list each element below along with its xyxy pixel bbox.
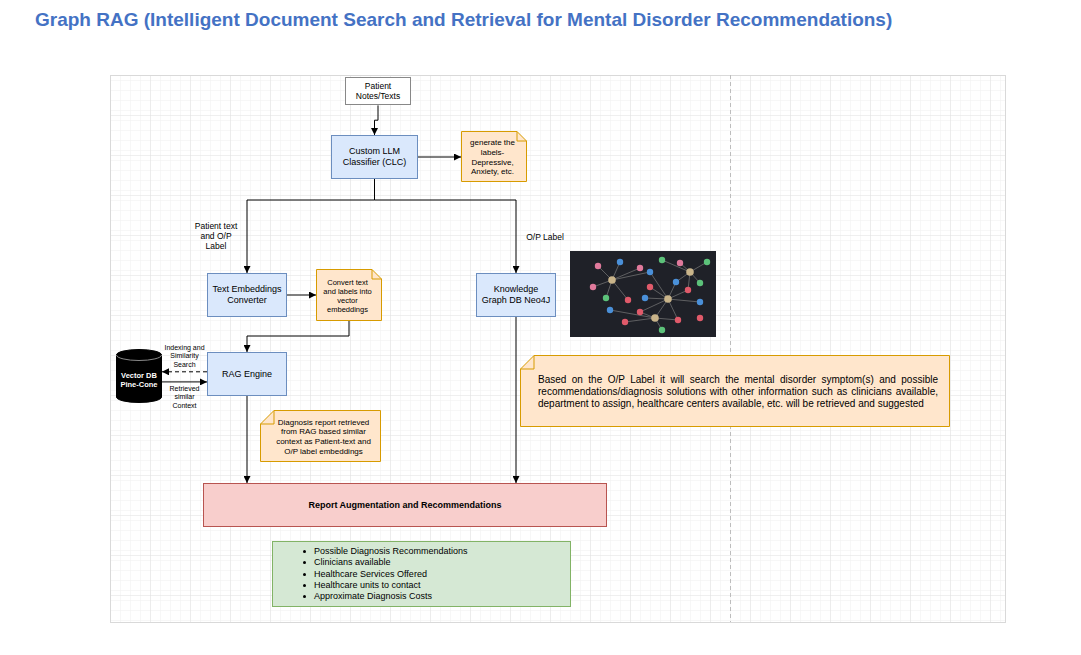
node-text: Diagnosis report retrieved from RAG base… [274, 418, 373, 456]
cylinder-body [117, 350, 162, 403]
grid-canvas [111, 76, 1006, 623]
connector-arrow [247, 321, 349, 352]
diagram-title: Graph RAG (Intelligent Document Search a… [35, 9, 892, 31]
note-outline [317, 270, 382, 321]
graph-node-dot [673, 279, 679, 285]
graph-links [593, 260, 707, 330]
graph-node-dot [685, 287, 691, 293]
graph-hub-dot [664, 295, 672, 303]
connector-arrow [375, 179, 517, 273]
graph-node-dot [607, 307, 613, 313]
graph-node-dot [617, 259, 623, 265]
note-box: Convert text and labels into vector embe… [316, 269, 382, 321]
note-fold [517, 132, 527, 142]
edge-label: O/P Label [521, 232, 569, 242]
edge-label: Indexing and Similarity Search [162, 344, 208, 369]
list-item: Healthcare Services Offered [303, 569, 427, 580]
list-item: Clinicians available [303, 557, 391, 568]
graph-node-dot [704, 259, 710, 265]
node-text: Knowledge Graph DB Neo4J [481, 284, 551, 306]
output-box: Report Augmentation and Recommendations [203, 483, 607, 527]
list-item-text: Approximate Diagnosis Costs [314, 591, 432, 602]
graph-node-dot [675, 317, 681, 323]
node-text: RAG Engine [222, 369, 272, 380]
note-box: generate the labels- Depressive, Anxiety… [461, 131, 527, 182]
connector-arrow [247, 179, 375, 273]
connector-arrow [418, 157, 461, 158]
graph-node-dot [603, 295, 609, 301]
graph-hub-dot [686, 268, 694, 276]
graph-node-dot [642, 295, 648, 301]
edge-label: Retrieved similar Context [162, 385, 208, 410]
note-box: Based on the O/P Label it will search th… [520, 355, 950, 427]
note-fold [521, 356, 535, 370]
process-box: RAG Engine [207, 352, 287, 396]
note-fold [372, 270, 382, 280]
illustration-ground [570, 251, 716, 337]
node-text: generate the labels- Depressive, Anxiety… [467, 138, 518, 176]
graph-node-dot [677, 260, 683, 266]
graph-node-dot [659, 327, 665, 333]
node-text: Text Embeddings Converter [212, 284, 282, 306]
connector-arrow [247, 396, 248, 483]
note-outline [521, 356, 950, 427]
knowledge-graph-illustration [570, 251, 716, 337]
node-text: Report Augmentation and Recommendations [308, 500, 501, 511]
node-text: Vector DB Pine-Cone [118, 371, 160, 389]
list-item-text: Clinicians available [314, 557, 391, 568]
graph-node-dot [697, 315, 703, 321]
graph-node-dot [659, 257, 665, 263]
note-outline [261, 411, 381, 462]
graph-node-dot [647, 269, 653, 275]
note-box: Diagnosis report retrieved from RAG base… [260, 410, 381, 462]
node-text: Patient Notes/Texts [350, 81, 406, 101]
note-outline [462, 132, 527, 182]
connector-arrow [162, 381, 207, 382]
bullet-dot [303, 561, 306, 564]
list-item: Approximate Diagnosis Costs [303, 591, 432, 602]
bullet-dot [303, 573, 306, 576]
node-text: Based on the O/P Label it will search th… [538, 374, 938, 410]
bullet-dot [303, 584, 306, 587]
page-break-line [730, 75, 731, 622]
graph-hub-dot [608, 276, 616, 284]
graph-node-dot [637, 265, 643, 271]
list-item-text: Healthcare Services Offered [314, 569, 427, 580]
database-box: Knowledge Graph DB Neo4J [476, 273, 556, 317]
graph-node-dot [625, 297, 631, 303]
process-box: Text Embeddings Converter [207, 273, 287, 317]
connector-arrow [287, 295, 316, 296]
list-box: Possible Diagnosis RecommendationsClinic… [272, 541, 571, 607]
list-item-text: Healthcare units to contact [314, 580, 421, 591]
database-cylinder: Vector DB Pine-Cone [116, 349, 162, 403]
bullet-dot [303, 550, 306, 553]
connector-arrow [375, 105, 379, 135]
cylinder-rim [117, 355, 162, 361]
edge-label: Patient text and O/P Label [190, 221, 242, 252]
input-box: Patient Notes/Texts [345, 77, 411, 105]
graph-node-dot [647, 284, 653, 290]
connector-arrow [162, 371, 207, 372]
graph-node-dot [637, 309, 643, 315]
graph-node-dot [590, 284, 596, 290]
node-text: Convert text and labels into vector embe… [322, 278, 373, 314]
graph-node-dot [697, 299, 703, 305]
connector-arrow [516, 317, 517, 483]
list-item-text: Possible Diagnosis Recommendations [314, 546, 468, 557]
graph-node-dot [697, 280, 703, 286]
node-text: Custom LLM Classifier (CLC) [336, 146, 413, 168]
graph-hub-dot [651, 314, 659, 322]
bullet-dot [303, 595, 306, 598]
list-item: Possible Diagnosis Recommendations [303, 546, 468, 557]
list-item: Healthcare units to contact [303, 580, 421, 591]
graph-node-dot [622, 319, 628, 325]
process-box: Custom LLM Classifier (CLC) [331, 135, 418, 179]
note-fold [261, 411, 275, 425]
graph-node-dot [595, 263, 601, 269]
